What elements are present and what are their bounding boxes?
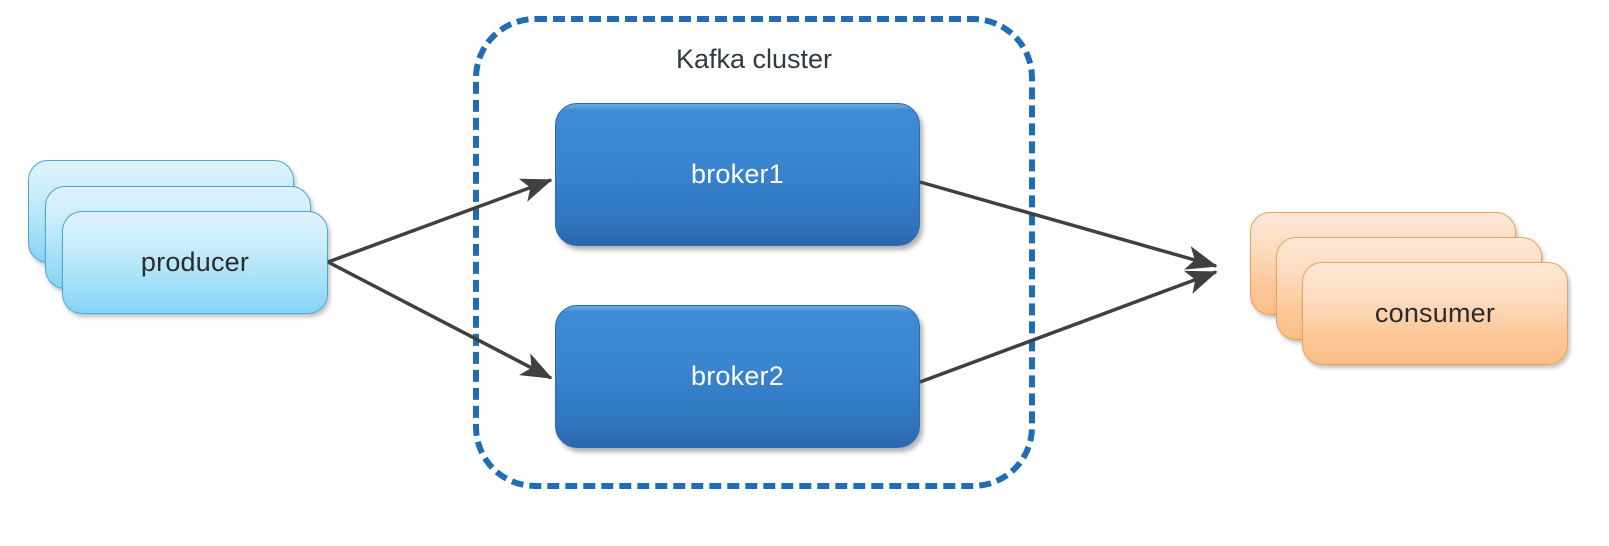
broker2-box[interactable]: broker2 [555, 305, 920, 448]
consumer-card-front[interactable]: consumer [1302, 262, 1568, 365]
broker1-label: broker1 [691, 159, 784, 189]
producer-label: producer [140, 247, 250, 277]
producer-card-front[interactable]: producer [62, 211, 328, 314]
kafka-cluster-title: Kafka cluster [675, 44, 833, 74]
broker2-label: broker2 [691, 361, 784, 391]
consumer-label: consumer [1374, 298, 1496, 328]
broker1-box[interactable]: broker1 [555, 103, 920, 246]
